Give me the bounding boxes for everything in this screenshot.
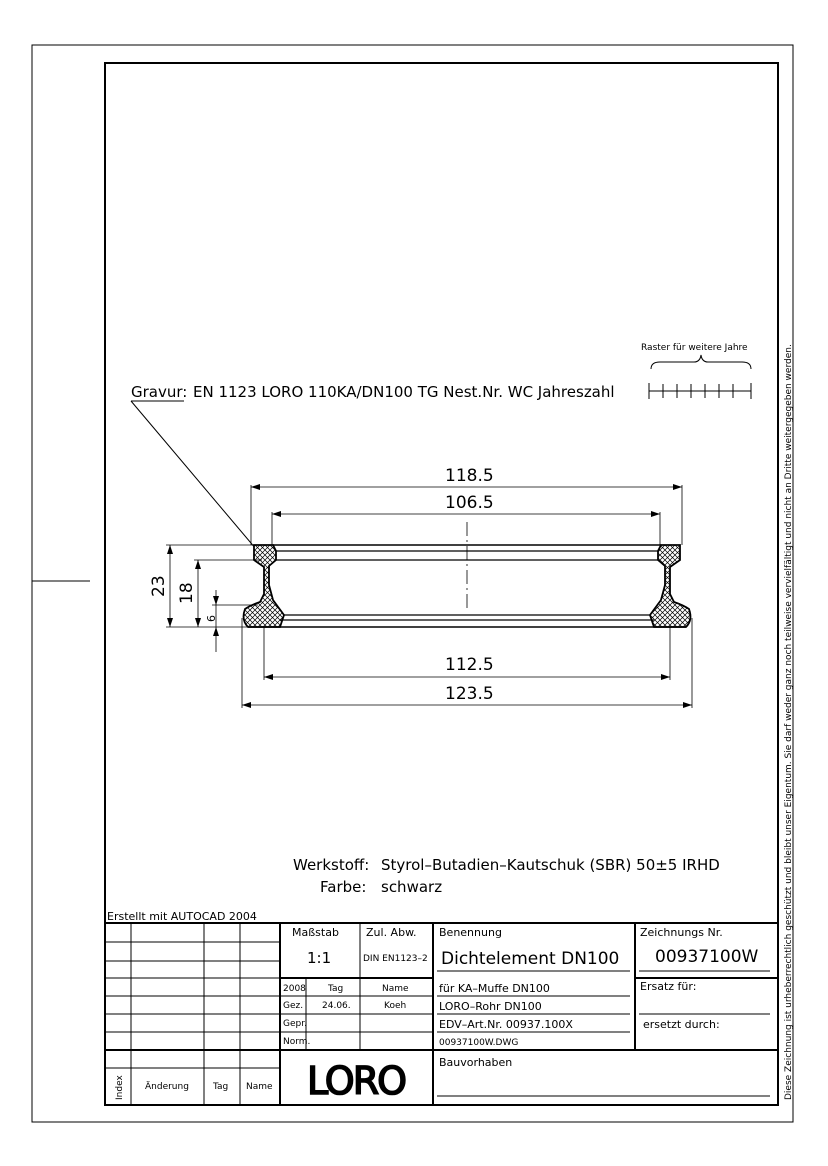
norm-label: Norm. (283, 1037, 310, 1047)
seal-profile-right (648, 544, 692, 628)
title-block (105, 922, 778, 1105)
massstab-value: 1:1 (307, 949, 331, 967)
usage-line-1: für KA–Muffe DN100 (439, 982, 550, 995)
gez-name: Koeh (384, 1001, 406, 1011)
ersetzt-durch: ersetzt durch: (643, 1018, 720, 1031)
gez-label: Gez. (283, 1001, 303, 1011)
copyright-note: Diese Zeichnung ist urheberrechtlich ges… (784, 344, 794, 1100)
dim-123-5: 123.5 (241, 618, 693, 708)
zul-abw-value: DIN EN1123–2 (363, 954, 428, 964)
rev-name-label: Name (246, 1082, 273, 1092)
grid-brace (650, 354, 752, 370)
zeichnungs-nr-value: 00937100W (655, 947, 759, 967)
gepr-label: Gepr. (283, 1019, 307, 1029)
dim-23-label: 23 (149, 575, 169, 597)
werkstoff-value: Styrol–Butadien–Kautschuk (SBR) 50±5 IRH… (381, 856, 720, 874)
dim-18-label: 18 (177, 582, 197, 604)
dim-6-label: 6 (205, 615, 218, 622)
file-name: 00937100W.DWG (439, 1038, 518, 1048)
engraving-text: EN 1123 LORO 110KA/DN100 TG Nest.Nr. WC … (193, 383, 615, 401)
massstab-label: Maßstab (292, 926, 339, 939)
dim-23: 23 (149, 544, 254, 628)
outer-frame (31, 44, 794, 1123)
created-with: Erstellt mit AUTOCAD 2004 (107, 910, 257, 923)
year: 2008 (283, 984, 306, 994)
dim-106-5-label: 106.5 (445, 493, 494, 513)
engraving-label: Gravur: (131, 383, 187, 401)
farbe-value: schwarz (381, 878, 442, 896)
benennung-value: Dichtelement DN100 (441, 949, 619, 969)
loro-logo: LORO (307, 1059, 405, 1103)
article-number: EDV–Art.Nr. 00937.100X (439, 1018, 573, 1031)
engraving-leader (130, 400, 257, 550)
tag-label: Tag (327, 984, 343, 994)
aenderung-label: Änderung (145, 1081, 189, 1092)
dim-118-5-label: 118.5 (445, 466, 494, 486)
zeichnungs-nr-label: Zeichnungs Nr. (640, 926, 723, 939)
gez-date: 24.06. (322, 1001, 351, 1011)
dim-18: 18 (177, 559, 262, 627)
seal-profile-left (242, 544, 286, 628)
year-grid (648, 383, 752, 399)
index-label: Index (115, 1075, 125, 1100)
seal-section (242, 522, 692, 628)
zul-abw-label: Zul. Abw. (366, 926, 417, 939)
name-label: Name (382, 984, 409, 994)
usage-line-2: LORO–Rohr DN100 (439, 1000, 542, 1013)
dim-112-5-label: 112.5 (445, 655, 494, 675)
werkstoff-label: Werkstoff: (293, 856, 369, 874)
dim-123-5-label: 123.5 (445, 684, 494, 704)
ersatz-fuer: Ersatz für: (640, 980, 696, 993)
bauvorhaben: Bauvorhaben (439, 1056, 512, 1069)
dim-118-5: 118.5 (250, 466, 683, 545)
rev-tag-label: Tag (212, 1082, 228, 1092)
grid-label: Raster für weitere Jahre (641, 343, 748, 353)
dim-6: 6 (205, 590, 258, 652)
inner-frame (104, 62, 779, 1106)
dim-112-5: 112.5 (263, 627, 671, 680)
benennung-label: Benennung (439, 926, 502, 939)
farbe-label: Farbe: (320, 878, 366, 896)
dim-106-5: 106.5 (271, 493, 661, 545)
